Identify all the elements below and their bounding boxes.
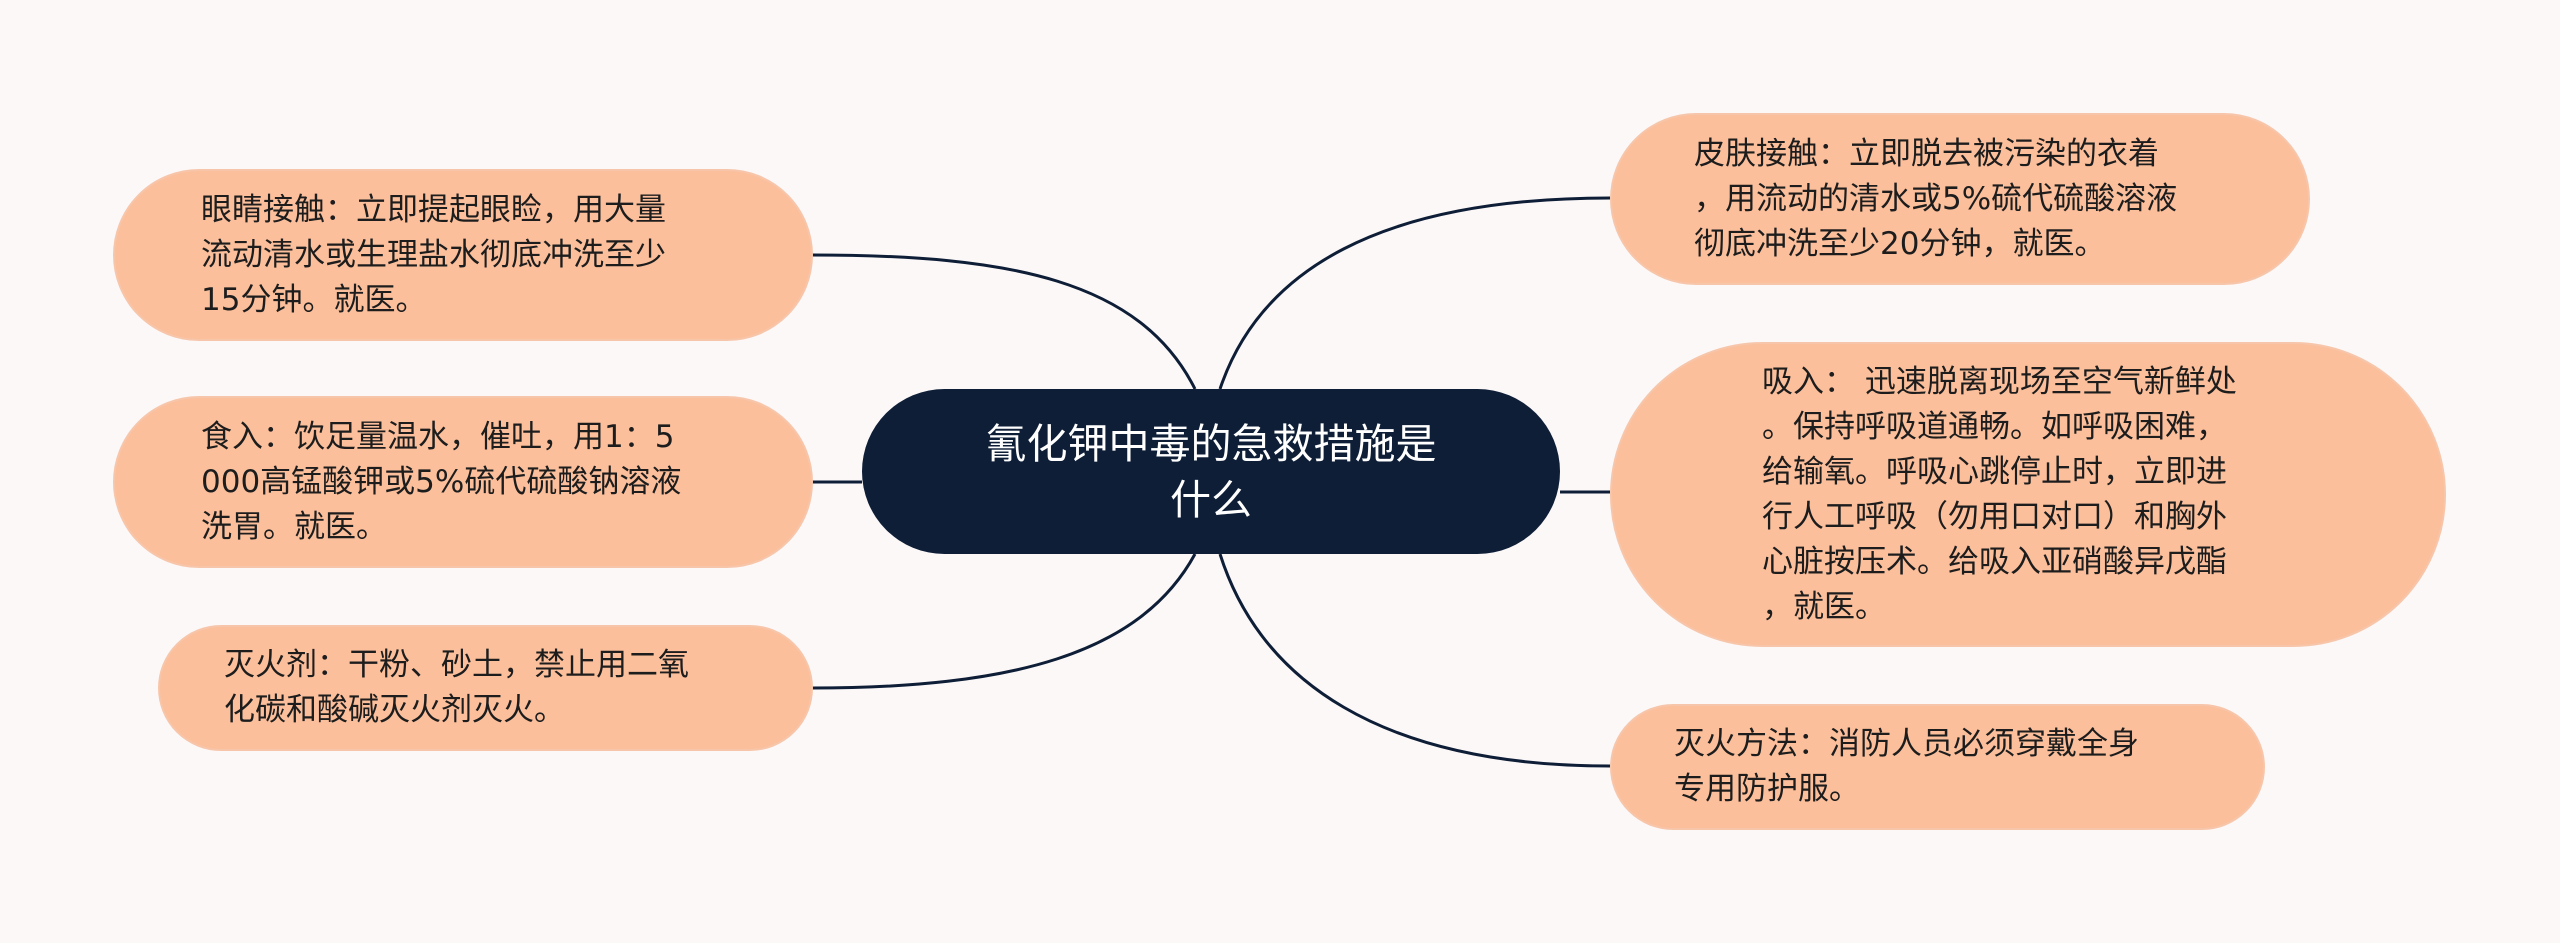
branch-firefighting-method-text: 灭火方法：消防人员必须穿戴全身 专用防护服。 <box>1674 726 2139 807</box>
central-topic[interactable]: 氰化钾中毒的急救措施是 什么 <box>862 389 1560 554</box>
branch-extinguishing-agent-text: 灭火剂：干粉、砂土，禁止用二氧 化碳和酸碱灭火剂灭火。 <box>224 647 689 728</box>
branch-ingestion-text: 食入：饮足量温水，催吐，用1：5 000高锰酸钾或5%硫代硫酸钠溶液 洗胃。就医… <box>201 418 682 545</box>
branch-skin-contact-text: 皮肤接触：立即脱去被污染的衣着 ，用流动的清水或5%硫代硫酸溶液 彻底冲洗至少2… <box>1694 135 2178 262</box>
branch-eye-contact-text: 眼睛接触：立即提起眼睑，用大量 流动清水或生理盐水彻底冲洗至少 15分钟。就医。 <box>201 191 666 318</box>
branch-skin-contact[interactable]: 皮肤接触：立即脱去被污染的衣着 ，用流动的清水或5%硫代硫酸溶液 彻底冲洗至少2… <box>1610 113 2310 285</box>
branch-inhalation[interactable]: 吸入： 迅速脱离现场至空气新鲜处 。保持呼吸道通畅。如呼吸困难， 给输氧。呼吸心… <box>1610 342 2446 647</box>
branch-inhalation-text: 吸入： 迅速脱离现场至空气新鲜处 。保持呼吸道通畅。如呼吸困难， 给输氧。呼吸心… <box>1762 363 2237 625</box>
central-topic-text: 氰化钾中毒的急救措施是 什么 <box>985 419 1437 524</box>
branch-eye-contact[interactable]: 眼睛接触：立即提起眼睑，用大量 流动清水或生理盐水彻底冲洗至少 15分钟。就医。 <box>113 169 813 341</box>
connector-eye-contact <box>811 253 1197 390</box>
branch-firefighting-method[interactable]: 灭火方法：消防人员必须穿戴全身 专用防护服。 <box>1610 704 2265 830</box>
connector-skin-contact <box>1218 196 1611 390</box>
connector-extinguishing-agent <box>811 553 1197 690</box>
branch-extinguishing-agent[interactable]: 灭火剂：干粉、砂土，禁止用二氧 化碳和酸碱灭火剂灭火。 <box>158 625 813 751</box>
connector-firefighting-method <box>1218 553 1611 768</box>
branch-ingestion[interactable]: 食入：饮足量温水，催吐，用1：5 000高锰酸钾或5%硫代硫酸钠溶液 洗胃。就医… <box>113 396 813 568</box>
